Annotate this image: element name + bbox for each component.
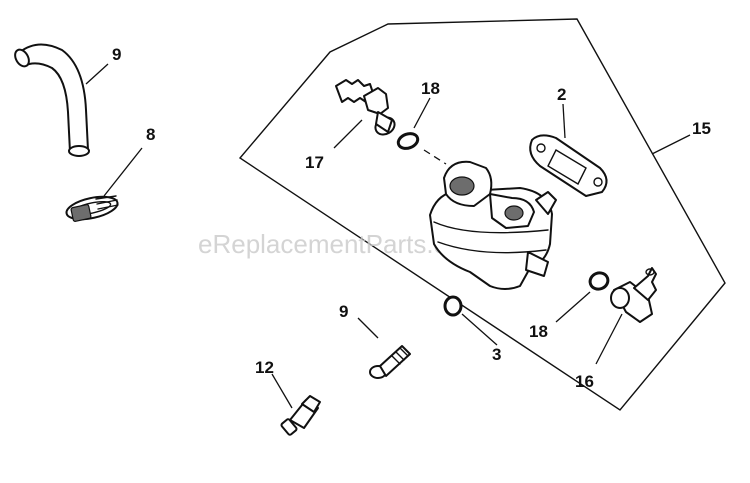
- callout-9-screw: 9: [339, 302, 348, 321]
- hose-clamp-part: [65, 195, 119, 222]
- fuel-pump-body-part: [429, 160, 557, 290]
- assembly-15-outline: [238, 18, 726, 411]
- callout-3-washer: 3: [492, 345, 501, 364]
- callout-8-clamp: 8: [146, 125, 155, 144]
- hose-barb-fitting-part: [335, 79, 396, 136]
- washer-part: [443, 295, 463, 317]
- gasket-part: [529, 134, 608, 197]
- o-ring-bottom-part: [588, 271, 610, 291]
- callout-12-valve: 12: [255, 358, 274, 377]
- o-ring-top-part: [396, 132, 420, 150]
- fuel-hose-part: [14, 43, 90, 157]
- elbow-fitting-part: [610, 267, 657, 323]
- callout-2-gasket: 2: [557, 85, 566, 104]
- valve-stem-part: [280, 395, 321, 436]
- callout-17-fitting: 17: [305, 153, 324, 172]
- screw-part: [369, 345, 411, 379]
- callout-9-hose: 9: [112, 45, 121, 64]
- callout-16-elbow: 16: [575, 372, 594, 391]
- callout-18-top: 18: [421, 79, 440, 98]
- callout-18-bottom: 18: [529, 322, 548, 341]
- callout-15-assembly: 15: [692, 119, 711, 138]
